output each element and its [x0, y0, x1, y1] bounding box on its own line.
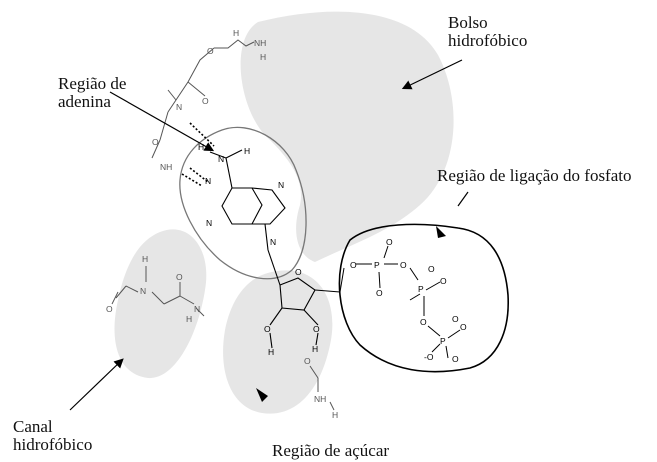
hydrophobic-pocket-region: [240, 11, 454, 262]
label-regiao-acucar: Região de açúcar: [272, 441, 390, 460]
atom-n-backbone: N: [176, 102, 182, 112]
arrow-acucar-head: [256, 388, 268, 402]
atom-h-top-2: H: [260, 52, 266, 62]
adenine-ring: [209, 149, 286, 286]
atom-h-ribose-3: H: [312, 344, 318, 354]
backbone-fragment-top: [151, 39, 255, 159]
arrow-fosfato-head: [436, 226, 446, 238]
atom-o-top: O: [207, 46, 214, 56]
sugar-region: [223, 270, 333, 414]
atom-n-channel-2: N: [194, 304, 200, 314]
phosphate-chain: [339, 245, 461, 359]
atom-n9: N: [270, 237, 276, 247]
hydrogen-bonds: [181, 122, 215, 187]
atom-o-ribose-2: O: [264, 324, 271, 334]
atom-n1: N: [205, 176, 211, 186]
atom-o-sugar-amide: O: [304, 356, 311, 366]
atom-o-p1-top: O: [386, 237, 393, 247]
atom-o-channel-2: O: [176, 272, 183, 282]
atom-h-channel-1: H: [142, 254, 148, 264]
atom-n7: N: [278, 180, 284, 190]
label-bolso-hidrofobico: Bolso hidrofóbico: [448, 14, 527, 50]
atom-h-top-1: H: [233, 28, 239, 38]
label-canal-line2: hidrofóbico: [13, 435, 93, 454]
atom-o-p3-top: O: [452, 314, 459, 324]
label-regiao-adenina: Região de adenina: [58, 75, 126, 111]
atom-h-amino-1: H: [244, 146, 250, 156]
arrow-bolso: [401, 59, 463, 90]
atom-nh-sugar-amide: NH: [314, 394, 326, 404]
atom-o-p2-p3: O: [420, 317, 427, 327]
arrow-adenina: [109, 91, 215, 152]
atom-h-sugar-amide: H: [332, 410, 338, 420]
atom-o-ribose-3: O: [313, 324, 320, 334]
atom-o-p3-right: O: [460, 322, 467, 332]
label-adenina-line1: Região de: [58, 74, 127, 93]
label-adenina-line2: adenina: [58, 92, 111, 111]
atom-p-beta: P: [418, 284, 424, 294]
channel-peptide-fragment: [111, 266, 205, 317]
atom-o-p2-top: O: [428, 264, 435, 274]
atom-o-p1-p2: O: [400, 260, 407, 270]
atom-nh-backbone: NH: [160, 162, 172, 172]
atom-n3: N: [206, 218, 212, 228]
atom-n-amino: N: [218, 154, 224, 164]
atom-o-ribose: O: [295, 267, 302, 277]
label-bolso-line2: hidrofóbico: [448, 31, 528, 50]
adenine-region-outline: [179, 126, 307, 280]
label-canal-line1: Canal: [13, 417, 53, 436]
atom-o-p2-right: O: [440, 276, 447, 286]
atom-o-carbonyl-1: O: [202, 96, 209, 106]
atom-h-amino-2: H: [198, 142, 204, 152]
atom-h-channel-2: H: [186, 314, 192, 324]
hydrophobic-channel-region: [114, 229, 207, 379]
atom-o-channel-1: O: [106, 304, 113, 314]
atom-h-ribose-2: H: [268, 347, 274, 357]
atom-o-p1-bottom: O: [376, 288, 383, 298]
arrow-canal: [69, 358, 124, 411]
label-bolso-line1: Bolso: [448, 13, 488, 32]
arrow-fosfato: [457, 191, 469, 207]
atom-p-alpha: P: [374, 260, 380, 270]
phosphate-region-outline: [338, 223, 509, 373]
atom-p-gamma: P: [440, 336, 446, 346]
atom-nh-top: NH: [254, 38, 266, 48]
label-canal-hidrofobico: Canal hidrofóbico: [13, 418, 92, 454]
label-regiao-fosfato: Região de ligação do fosfato: [437, 166, 632, 185]
atom-o-minus: -O: [424, 352, 434, 362]
atom-n-channel-1: N: [140, 286, 146, 296]
atom-o-p1-link: O: [350, 260, 357, 270]
atom-o-carbonyl-2: O: [152, 137, 159, 147]
sugar-amide-fragment: [309, 365, 335, 411]
ribose-ring: [269, 277, 341, 349]
atom-o-p3-bottom: O: [452, 354, 459, 364]
